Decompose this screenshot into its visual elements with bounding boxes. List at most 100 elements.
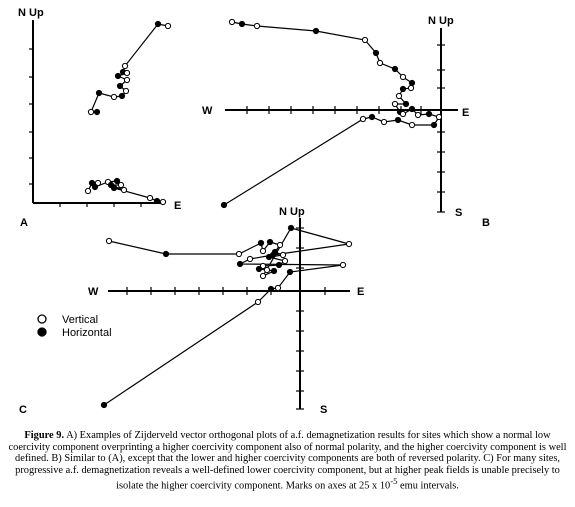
panel-a: N Up E A	[18, 7, 181, 229]
panel-c-axes	[108, 218, 350, 409]
panel-b-e-label: E	[462, 107, 469, 119]
panel-b-demag-point	[395, 92, 403, 100]
figure-caption: Figure 9. A) Examples of Zijderveld vect…	[4, 430, 571, 492]
panel-b-demag-point	[407, 84, 415, 92]
panel-c-demag-point	[162, 250, 170, 258]
panel-b-label: B	[482, 217, 490, 229]
panel-c-demag-point	[270, 267, 278, 275]
panel-c-demag-point	[269, 251, 277, 259]
panel-c-demag-point	[255, 265, 263, 273]
panel-a-label: A	[20, 217, 28, 229]
panel-c-demag-point	[259, 272, 267, 280]
panel-c-demag-point	[259, 262, 267, 270]
panel-c-demag-point	[267, 285, 275, 293]
caption-tail: emu intervals.	[397, 480, 459, 492]
panel-c-label: C	[19, 404, 27, 416]
panel-c-demag-point	[266, 238, 274, 246]
panel-a-demag-point	[122, 87, 130, 95]
panel-c-demag-point	[286, 268, 294, 276]
zijderveld-figure: N Up E A N Up W	[18, 7, 490, 416]
panel-a-demag-path	[84, 20, 172, 206]
panel-a-demag-low-point	[94, 179, 102, 187]
panel-b-demag-point	[408, 79, 416, 87]
panel-a-demag-point	[110, 93, 118, 101]
panel-a-demag-point	[154, 20, 162, 28]
panel-c-demag-point	[339, 261, 347, 269]
panel-c-demag-point	[259, 247, 267, 255]
panel-b-demag-line	[223, 21, 440, 206]
panel-b-demag-point	[399, 85, 407, 93]
panel-a-ticks	[29, 48, 142, 207]
panel-c-demag-point	[274, 284, 282, 292]
panel-b-demag-point	[312, 27, 320, 35]
panel-a-n-up-label: N Up	[18, 7, 44, 19]
panel-a-demag-point	[87, 108, 95, 116]
panel-b-demag-point	[253, 22, 261, 30]
caption-superscript: -5	[390, 476, 398, 487]
panel-b-n-up-label: N Up	[428, 15, 454, 27]
panel-b-demag-point	[435, 113, 443, 121]
panel-b-demag-point	[399, 110, 407, 118]
panel-b-axes	[225, 28, 458, 212]
panel-c-w-label: W	[88, 286, 99, 298]
panel-b-demag-point	[376, 59, 384, 67]
panel-b-demag-point	[391, 100, 399, 108]
panel-c-demag-point	[236, 260, 244, 268]
panel-b-demag-point	[359, 115, 367, 123]
panel-a-demag-point	[93, 108, 101, 116]
panel-c-ticks	[126, 227, 326, 410]
panel-a-demag-point	[95, 89, 103, 97]
panel-c-demag-point	[275, 261, 283, 269]
panel-c-demag-point	[276, 241, 284, 249]
panel-c-demag-point	[246, 255, 254, 263]
panel-b-demag-point	[220, 201, 228, 209]
panel-a-demag-point	[164, 22, 172, 30]
panel-c-demag-point	[257, 239, 265, 247]
panel-a-demag-low-point	[117, 181, 125, 189]
panel-a-demag-point	[114, 72, 122, 80]
panel-c-demag-line	[103, 227, 350, 406]
panel-b-demag-point	[425, 110, 433, 118]
panel-c-demag-point	[254, 298, 262, 306]
panel-b-ticks	[246, 44, 445, 213]
panel-b-demag-point	[394, 116, 402, 124]
panel-b-demag-point	[402, 100, 410, 108]
legend-vertical-label: Vertical	[62, 314, 98, 326]
panel-c-demag-point	[345, 240, 353, 248]
panel-a-demag-low-point	[91, 183, 99, 191]
panel-a-e-label: E	[174, 200, 181, 212]
panel-b-w-label: W	[202, 105, 213, 117]
panel-a-demag-low-point	[113, 177, 121, 185]
caption-text: A) Examples of Zijderveld vector orthogo…	[8, 430, 567, 492]
panel-a-demag-point	[121, 62, 129, 70]
panel-b-demag-point	[380, 118, 388, 126]
panel-c-demag-path	[100, 224, 353, 409]
panel-a-demag-low-point	[120, 186, 128, 194]
panel-a-demag-line	[90, 23, 169, 113]
panel-b-demag-point	[238, 20, 246, 28]
panel-c-e-label: E	[357, 286, 364, 298]
panel-a-axes	[32, 20, 165, 204]
caption-lead: Figure 9.	[24, 430, 65, 441]
panel-b-demag-point	[430, 121, 438, 129]
panel-a-demag-low-point	[146, 194, 154, 202]
panel-a-demag-point	[116, 82, 124, 90]
panel-c-demag-point	[235, 250, 243, 258]
panel-b-s-label: S	[455, 207, 462, 219]
panel-c-s-label: S	[320, 404, 327, 416]
legend: Vertical Horizontal	[37, 314, 112, 339]
panel-b-demag-point	[408, 105, 416, 113]
legend-horizontal-label: Horizontal	[62, 327, 112, 339]
legend-vertical-marker	[37, 314, 47, 324]
panel-a-demag-low-point	[84, 187, 92, 195]
legend-horizontal-marker	[37, 327, 47, 337]
panel-c-demag-point	[100, 401, 108, 409]
panel-a-demag-point	[118, 92, 126, 100]
panel-c-demag-point	[279, 251, 287, 259]
panel-b-demag-point	[228, 18, 236, 26]
panel-b-demag-point	[408, 121, 416, 129]
panel-c-demag-point	[105, 237, 113, 245]
panel-b: N Up W E S B	[202, 15, 490, 229]
panel-a-demag-low-point	[159, 198, 167, 206]
panel-b-demag-point	[372, 49, 380, 57]
